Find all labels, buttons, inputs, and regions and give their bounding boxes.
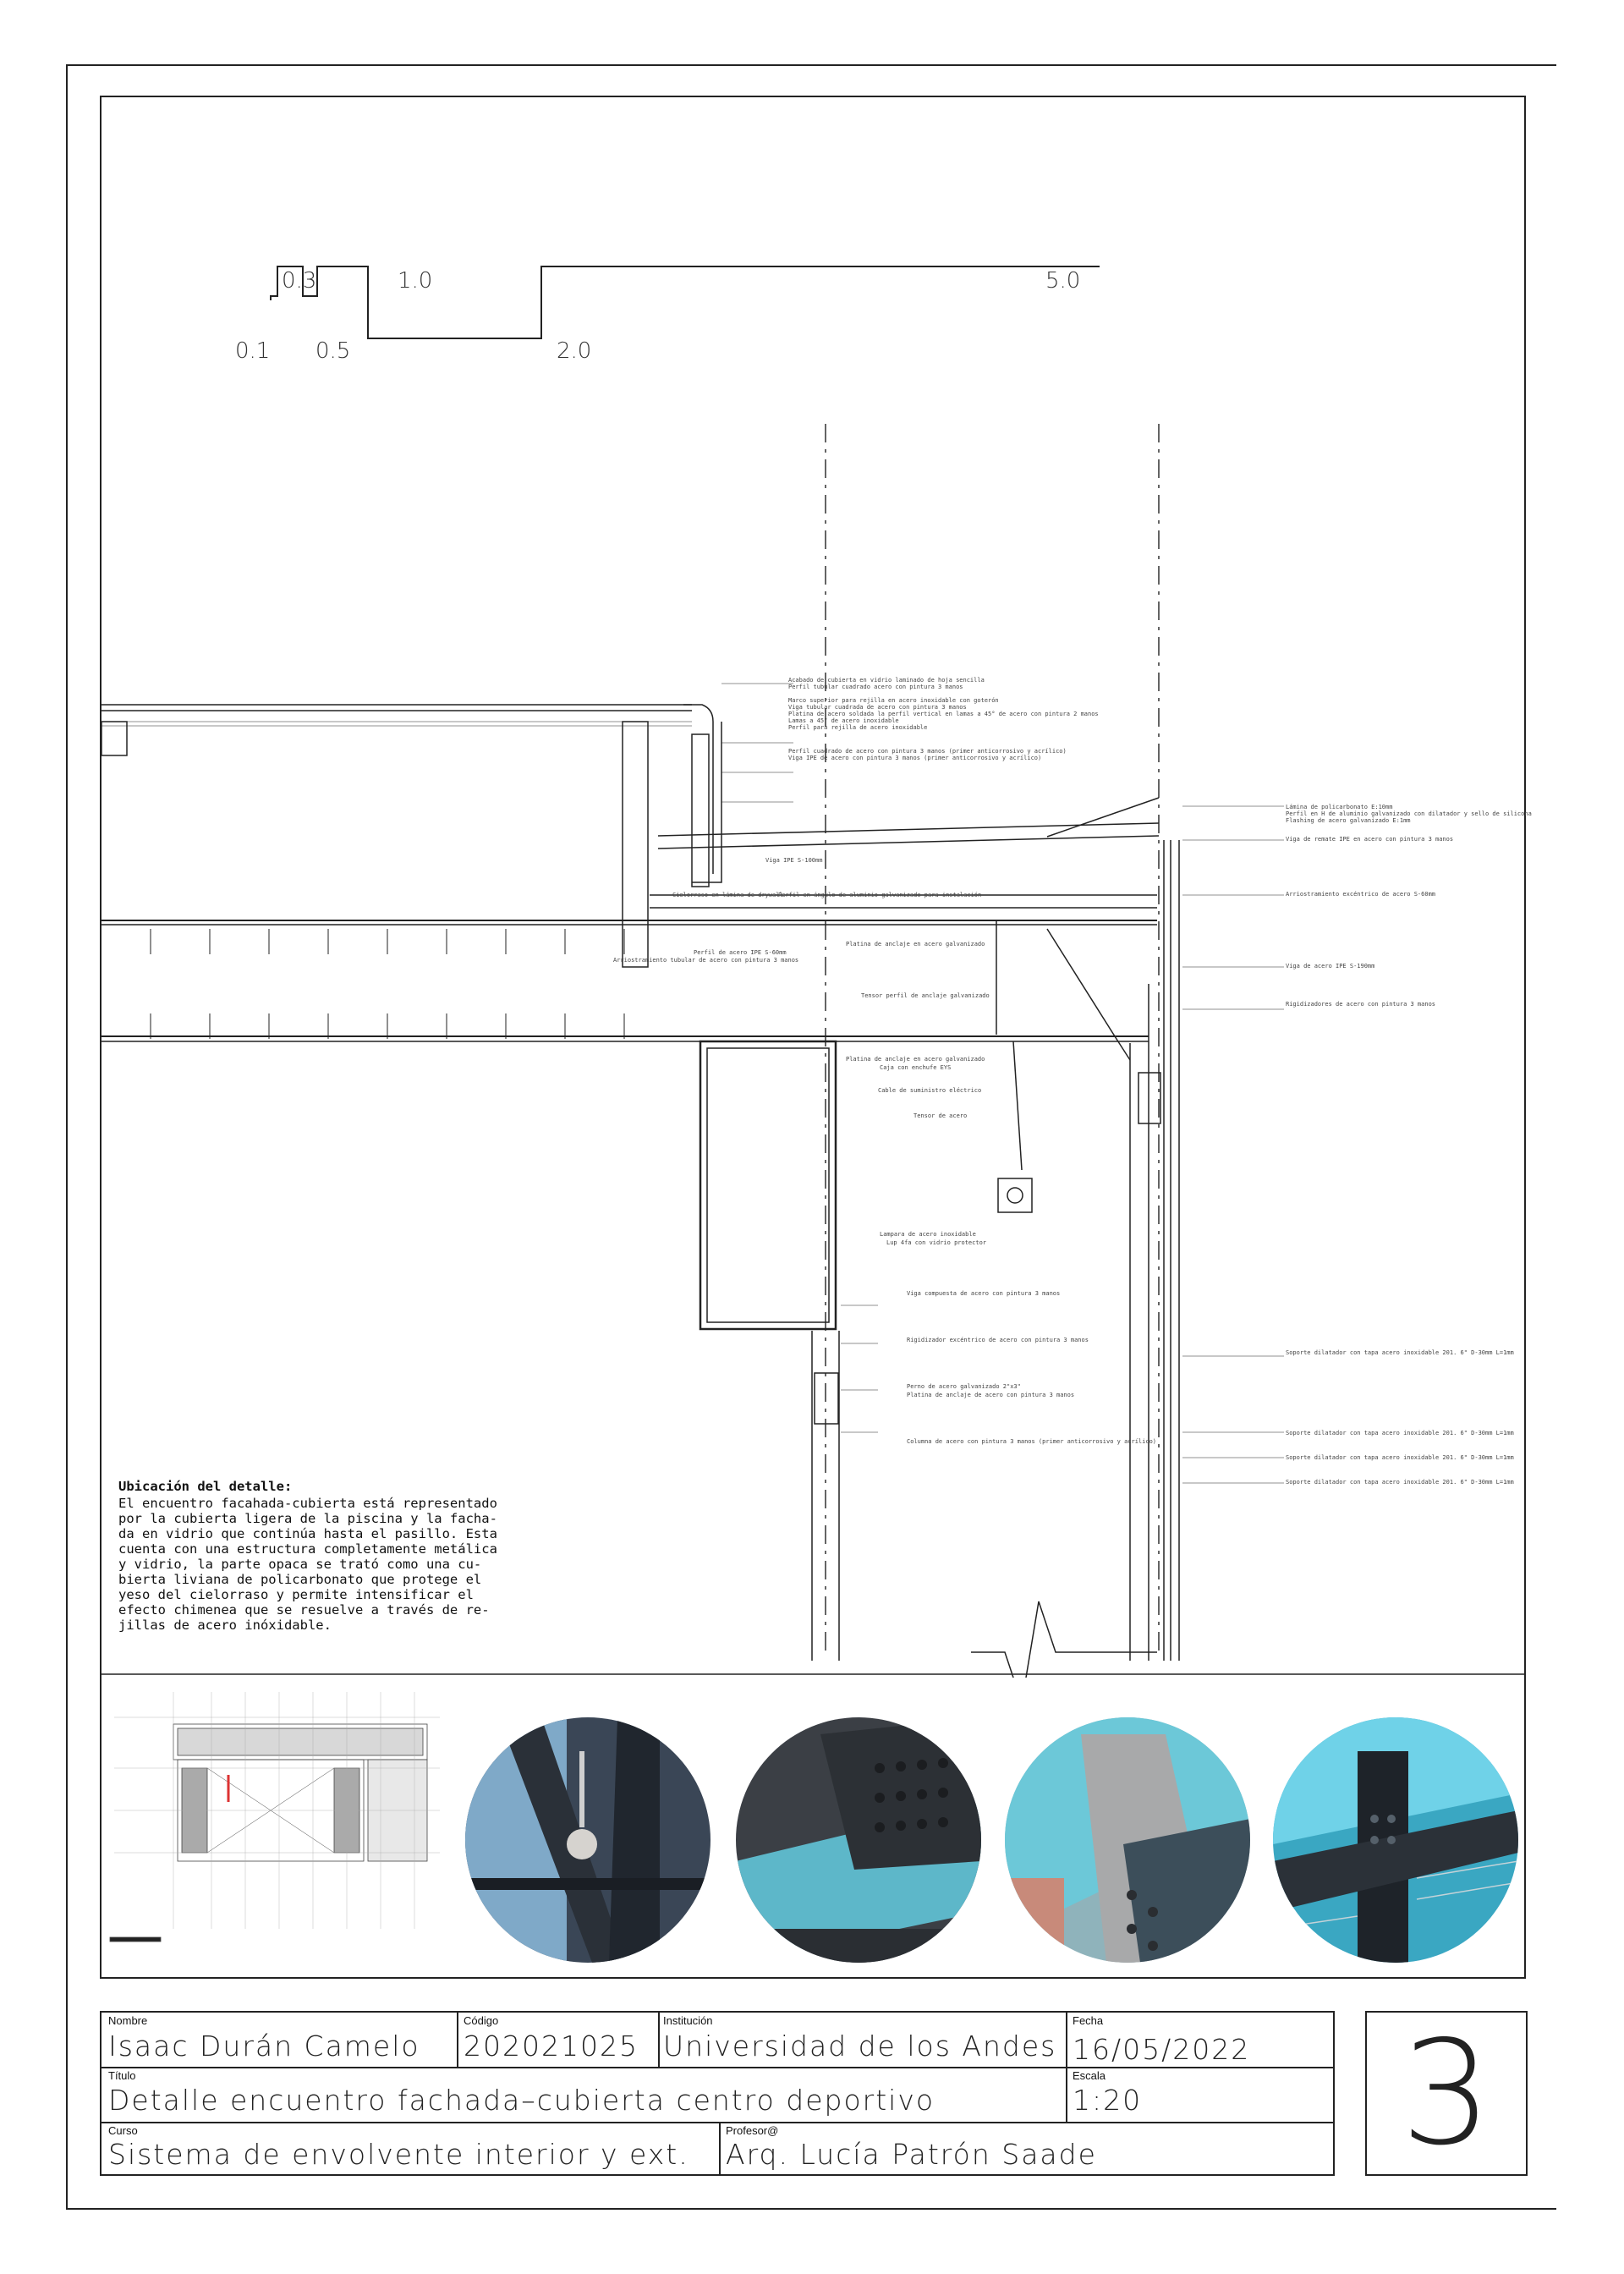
annotation: Columna de acero con pintura 3 manos (pr… [907,1438,1157,1445]
photo-column-image [1005,1717,1250,1963]
annotation: Viga IPE de acero con pintura 3 manos (p… [788,755,1042,761]
facade-roof-detail-drawing [100,424,1526,1678]
annotation: Perfil de acero IPE S-60mm [694,949,787,956]
annotation: Lup 4fa con vidrio protector [886,1239,987,1246]
annotation: Lampara de acero inoxidable [880,1231,976,1238]
title-block: Nombre Isaac Durán Camelo Código 2020210… [100,2011,1335,2176]
scale-label-50: 5.0 [1045,268,1081,294]
institution-name: Universidad de los Andes [663,2030,1057,2063]
fecha-label: Fecha [1073,2014,1104,2027]
annotation: Platina de anclaje en acero galvanizado [846,941,985,948]
annotation: Cable de suministro eléctrico [878,1087,982,1094]
scale-value: 1:20 [1073,2084,1143,2117]
annotation: Rigidizadores de acero con pintura 3 man… [1286,1001,1436,1008]
scale-label-05: 0.5 [315,338,351,364]
description-line: bierta liviana de policarbonato que prot… [118,1572,482,1587]
annotation: Soporte dilatador con tapa acero inoxida… [1286,1349,1514,1356]
scale-label-10: 1.0 [398,268,433,294]
annotation: Viga de remate IPE en acero con pintura … [1286,836,1454,843]
photo-beam-bolts [736,1717,981,1963]
annotation: Rigidizador excéntrico de acero con pint… [907,1337,1089,1343]
description-line: jillas de acero inóxidable. [118,1618,332,1633]
description-title: Ubicación del detalle: [118,1479,293,1494]
annotation: Soporte dilatador con tapa acero inoxida… [1286,1479,1514,1486]
student-name: Isaac Durán Camelo [108,2030,420,2063]
date-value: 16/05/2022 [1073,2033,1251,2066]
annotation: Perfil en ángulo de aluminio galvanizado… [778,892,982,898]
profesor-label: Profesor@ [726,2124,779,2137]
annotation: Soporte dilatador con tapa acero inoxida… [1286,1454,1514,1461]
curso-label: Curso [108,2124,138,2137]
annotation: Arriostramiento tubular de acero con pin… [613,957,799,964]
professor-name: Arq. Lucía Patrón Saade [726,2138,1097,2171]
annotation-group-center: Acabado de cubierta en vidrio laminado d… [788,677,1099,761]
annotation: Arriostramiento excéntrico de acero S-60… [1286,891,1436,898]
annotation: Marco superior para rejilla en acero ino… [788,697,999,704]
annotation: Tensor de acero [914,1112,968,1119]
annotation: Caja con enchufe EYS [880,1064,952,1071]
scale-label-03: 0.3 [282,268,317,294]
graphic-scale-bar [270,266,1100,339]
annotation: Perfil para rejilla de acero inoxidable [788,724,928,731]
detail-location-description: Ubicación del detalle: El encuentro faca… [118,1479,524,1633]
annotation: Viga de acero IPE S-190mm [1286,963,1375,969]
annotation: Platina de acero soldada la perfil verti… [788,711,1099,717]
annotation: Acabado de cubierta en vidrio laminado d… [788,677,985,684]
description-line: da en vidrio que continúa hasta el pasil… [118,1526,497,1541]
photo-lamp-detail [465,1717,710,1963]
photo-lamp-image [465,1717,710,1963]
annotation: Lamas a 45° de acero inoxidable [788,717,899,724]
description-line: por la cubierta ligera de la piscina y l… [118,1511,497,1526]
description-line: y vidrio, la parte opaca se trató como u… [118,1557,482,1572]
key-floor-plan [109,1692,440,1942]
sheet-number-box: 3 [1365,2011,1528,2176]
annotation: Perno de acero galvanizado 2"x3" [907,1383,1021,1390]
photo-roof-structure [1273,1717,1518,1963]
student-code: 202021025 [464,2030,639,2063]
course-name: Sistema de envolvente interior y ext. [108,2138,689,2171]
annotation: Perfil en H de aluminio galvanizado con … [1286,810,1532,817]
annotation: Lámina de policarbonato E:10mm [1286,804,1393,810]
description-line: efecto chimenea que se resuelve a través… [118,1602,490,1618]
description-line: cuenta con una estructura completamente … [118,1541,497,1557]
annotation: Flashing de acero galvanizado E:1mm [1286,817,1411,824]
escala-label: Escala [1073,2069,1106,2082]
nombre-label: Nombre [108,2014,148,2027]
codigo-label: Código [464,2014,499,2027]
photo-roof-image [1273,1717,1518,1963]
titulo-label: Título [108,2069,136,2082]
annotation: Perfil tubular cuadrado acero con pintur… [788,684,963,690]
photo-beam-image [736,1717,981,1963]
annotation: Soporte dilatador con tapa acero inoxida… [1286,1430,1514,1436]
description-line: yeso del cielorraso y permite intensific… [118,1587,474,1602]
scale-label-01: 0.1 [235,338,271,364]
sheet-outer-frame [66,64,1556,2210]
annotation: Perfil cuadrado de acero con pintura 3 m… [788,748,1067,755]
sheet-number: 3 [1400,2009,1493,2178]
annotation: Viga compuesta de acero con pintura 3 ma… [907,1290,1061,1297]
photo-column-joint [1005,1717,1250,1963]
annotation: Cielorraso en lámina de drywall [672,892,783,898]
annotation: Viga IPE S-100mm [765,857,823,864]
description-line: El encuentro facahada-cubierta está repr… [118,1496,497,1511]
annotation: Platina de anclaje en acero galvanizado [846,1056,985,1063]
scale-label-20: 2.0 [557,338,592,364]
annotation: Tensor perfil de anclaje galvanizado [861,992,990,999]
institucion-label: Institución [663,2014,713,2027]
annotation: Platina de anclaje de acero con pintura … [907,1392,1075,1398]
drawing-title: Detalle encuentro fachada–cubierta centr… [108,2084,935,2117]
annotation: Viga tubular cuadrada de acero con pintu… [788,704,967,711]
